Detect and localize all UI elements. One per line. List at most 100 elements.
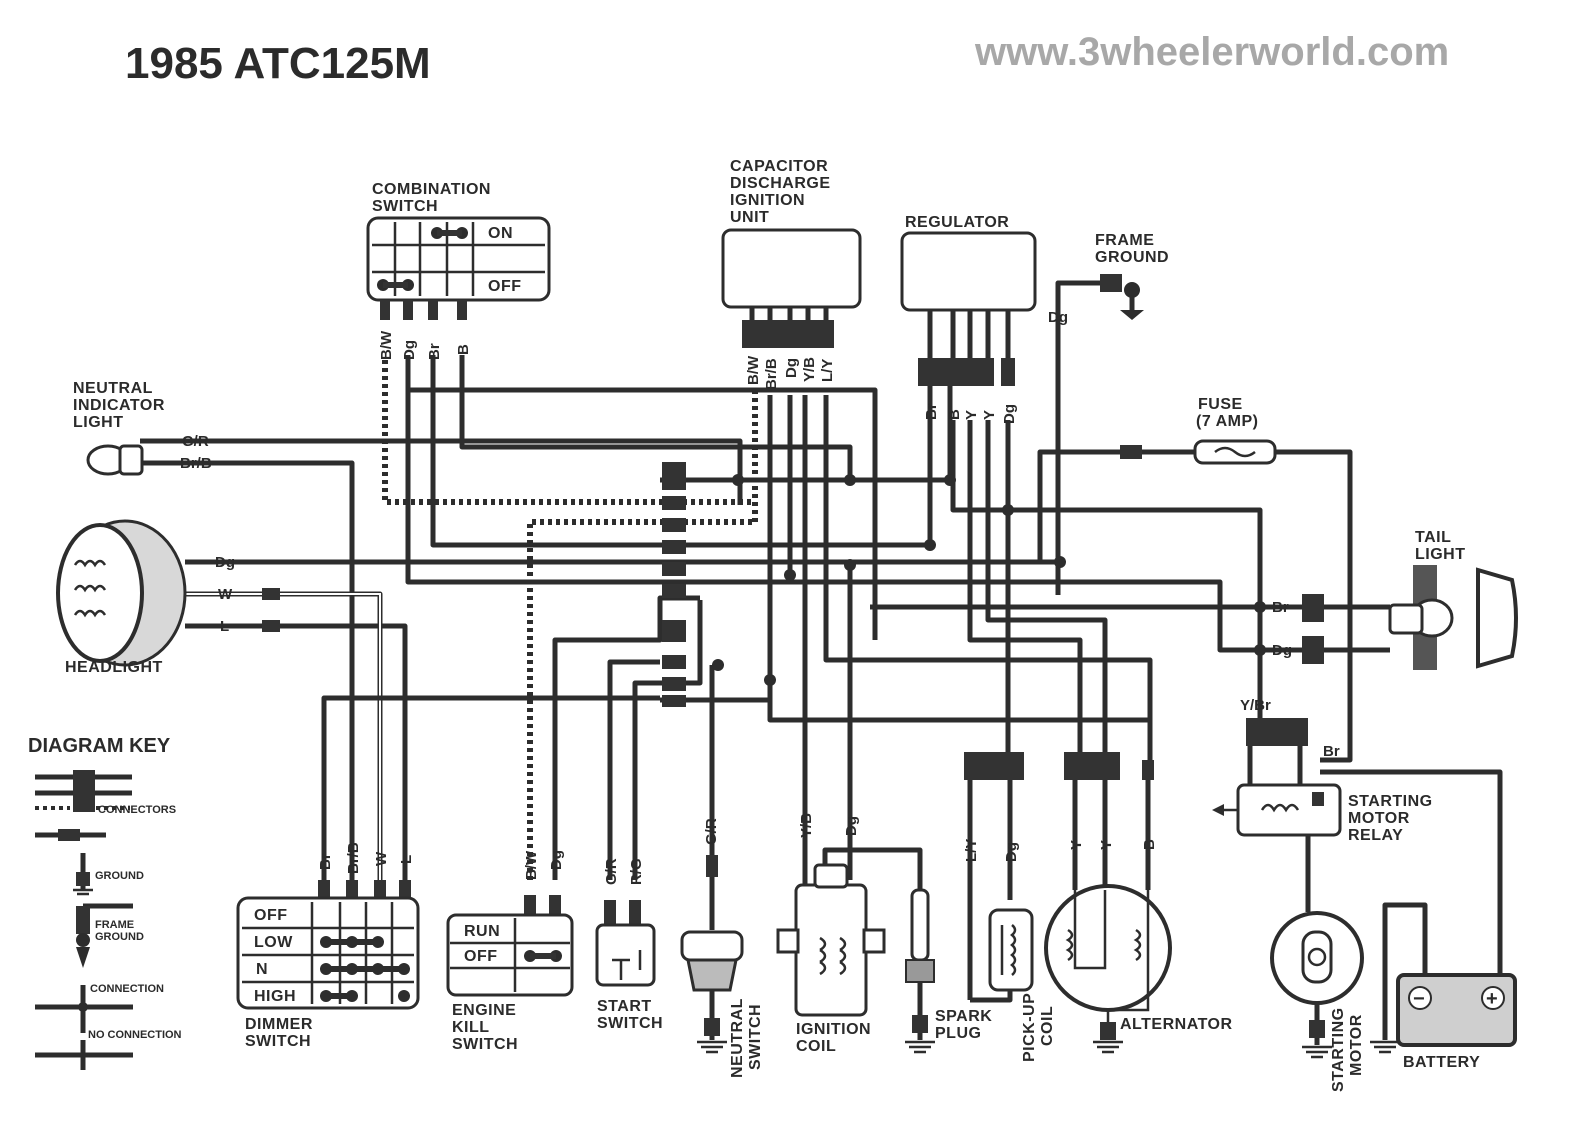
wire-label: Br/B <box>763 358 780 390</box>
cdi-title: UNIT <box>730 209 769 226</box>
website-watermark: www.3wheelerworld.com <box>974 30 1449 74</box>
key-connectors: CONNECTORS <box>98 804 176 816</box>
connection-dots <box>712 474 1266 686</box>
battery-title: BATTERY <box>1403 1054 1480 1071</box>
neutral-indicator-light: NEUTRAL INDICATOR LIGHT G/R Br/B <box>73 380 212 476</box>
relay-title: MOTOR <box>1348 810 1410 827</box>
battery: − + BATTERY <box>1370 973 1517 1071</box>
tail-light-title: LIGHT <box>1415 546 1466 563</box>
position-run: RUN <box>464 923 500 940</box>
spark-plug-title: PLUG <box>935 1025 981 1042</box>
relay-title: STARTING <box>1348 793 1433 810</box>
wire-label: Br <box>317 853 334 870</box>
relay-title: RELAY <box>1348 827 1403 844</box>
battery-positive-terminal: + <box>1486 988 1498 1010</box>
wire-label: Dg <box>215 554 235 571</box>
tail-light-title: TAIL <box>1415 529 1451 546</box>
key-frame-ground: FRAME <box>95 919 134 931</box>
position-off: OFF <box>464 948 498 965</box>
headlight-title: HEADLIGHT <box>65 659 163 676</box>
wire-label: Dg <box>1003 842 1020 862</box>
spark-plug-title: SPARK <box>935 1008 992 1025</box>
wire-label: Br <box>1323 743 1340 760</box>
wire-label: B <box>1141 839 1158 850</box>
starting-motor-title: MOTOR <box>1348 1014 1365 1076</box>
key-ground: GROUND <box>95 870 144 882</box>
neutral-switch-title: SWITCH <box>747 1004 764 1070</box>
wire-label: Br/B <box>180 455 212 472</box>
start-switch: G/R R/G START SWITCH <box>595 858 663 1032</box>
cdi-title: DISCHARGE <box>730 175 831 192</box>
frame-ground-title: FRAME <box>1095 232 1154 249</box>
wire-label: L/Y <box>819 359 836 382</box>
position-off: OFF <box>254 907 288 924</box>
frame-ground: FRAME GROUND Dg <box>1048 232 1169 326</box>
wire-label: L <box>220 618 229 635</box>
wire-label: Y/B <box>801 357 818 382</box>
regulator-title: REGULATOR <box>905 214 1009 231</box>
wire-label: B/W <box>745 355 762 385</box>
position-off: OFF <box>488 278 522 295</box>
position-n: N <box>256 961 268 978</box>
pickup-coil: L/Y Dg PICK-UP COIL <box>963 752 1056 1062</box>
combination-switch: COMBINATION SWITCH ON OFF B/W Dg Br B <box>366 181 551 360</box>
wire-label: W <box>373 851 390 866</box>
key-connection: CONNECTION <box>90 983 164 995</box>
wire-label: W <box>218 586 233 603</box>
kill-switch-title: KILL <box>452 1019 490 1036</box>
wire-label: G/R <box>603 858 620 885</box>
ignition-coil-title: IGNITION <box>796 1021 871 1038</box>
neutral-switch-title: NEUTRAL <box>729 998 746 1078</box>
fuse-rating: (7 AMP) <box>1196 413 1258 430</box>
wire-label: B <box>946 409 963 420</box>
dimmer-switch: Br Br/B W L OFF LOW N HIGH DIMMER SWITCH <box>236 842 420 1050</box>
key-frame-ground: GROUND <box>95 931 144 943</box>
position-high: HIGH <box>254 988 296 1005</box>
diagram-title: 1985 ATC125M <box>125 39 431 88</box>
wire-label: Y/Br <box>1240 697 1271 714</box>
neutral-indicator-title: LIGHT <box>73 414 124 431</box>
pickup-coil-title: PICK-UP <box>1021 993 1038 1062</box>
cdi-title: CAPACITOR <box>730 158 828 175</box>
wire-label: R/G <box>628 858 645 885</box>
dimmer-switch-title: DIMMER <box>245 1016 313 1033</box>
wire-label: G/R <box>703 818 720 845</box>
wire-label: B/W <box>523 850 540 880</box>
battery-negative-terminal: − <box>1413 988 1425 1010</box>
combination-switch-title: SWITCH <box>372 198 438 215</box>
wire-label: Y <box>1068 840 1085 850</box>
wire-label: Dg <box>1001 404 1018 424</box>
tail-light: TAIL LIGHT Br Dg <box>1272 529 1518 670</box>
wire-label: Dg <box>401 340 418 360</box>
key-no-connection: NO CONNECTION <box>88 1029 182 1041</box>
start-switch-title: SWITCH <box>597 1015 663 1032</box>
cdi-title: IGNITION <box>730 192 805 209</box>
wire-label: Y <box>1098 840 1115 850</box>
alternator-title: ALTERNATOR <box>1120 1016 1233 1033</box>
wire-label: Dg <box>843 816 860 836</box>
regulator: REGULATOR Br B Y Y Dg <box>900 214 1037 424</box>
fuse-title: FUSE <box>1198 396 1243 413</box>
neutral-switch: G/R NEUTRAL SWITCH <box>680 818 764 1078</box>
wire-label: G/R <box>182 433 209 450</box>
wire-label: B/W <box>378 330 395 360</box>
spark-plug: SPARK PLUG <box>905 888 992 1054</box>
combination-switch-title: COMBINATION <box>372 181 491 198</box>
cdi-unit: CAPACITOR DISCHARGE IGNITION UNIT B/W Br… <box>721 158 862 390</box>
wire-label: Br <box>923 403 940 420</box>
neutral-indicator-title: NEUTRAL <box>73 380 153 397</box>
wire-label: Br/B <box>345 842 362 874</box>
start-switch-title: START <box>597 998 652 1015</box>
wire-label: Y <box>963 410 980 420</box>
wire-label: L/Y <box>963 839 980 862</box>
wire-label: Br <box>426 343 443 360</box>
ignition-coil: Y/B Dg IGNITION COIL <box>776 813 886 1055</box>
position-low: LOW <box>254 934 293 951</box>
fuse: FUSE (7 AMP) <box>1120 396 1277 465</box>
wire-label: B <box>455 344 472 355</box>
wire-label: L <box>398 855 415 864</box>
ignition-coil-title: COIL <box>796 1038 836 1055</box>
pickup-coil-title: COIL <box>1039 1006 1056 1046</box>
headlight: HEADLIGHT Dg W L <box>56 519 280 676</box>
dimmer-switch-title: SWITCH <box>245 1033 311 1050</box>
